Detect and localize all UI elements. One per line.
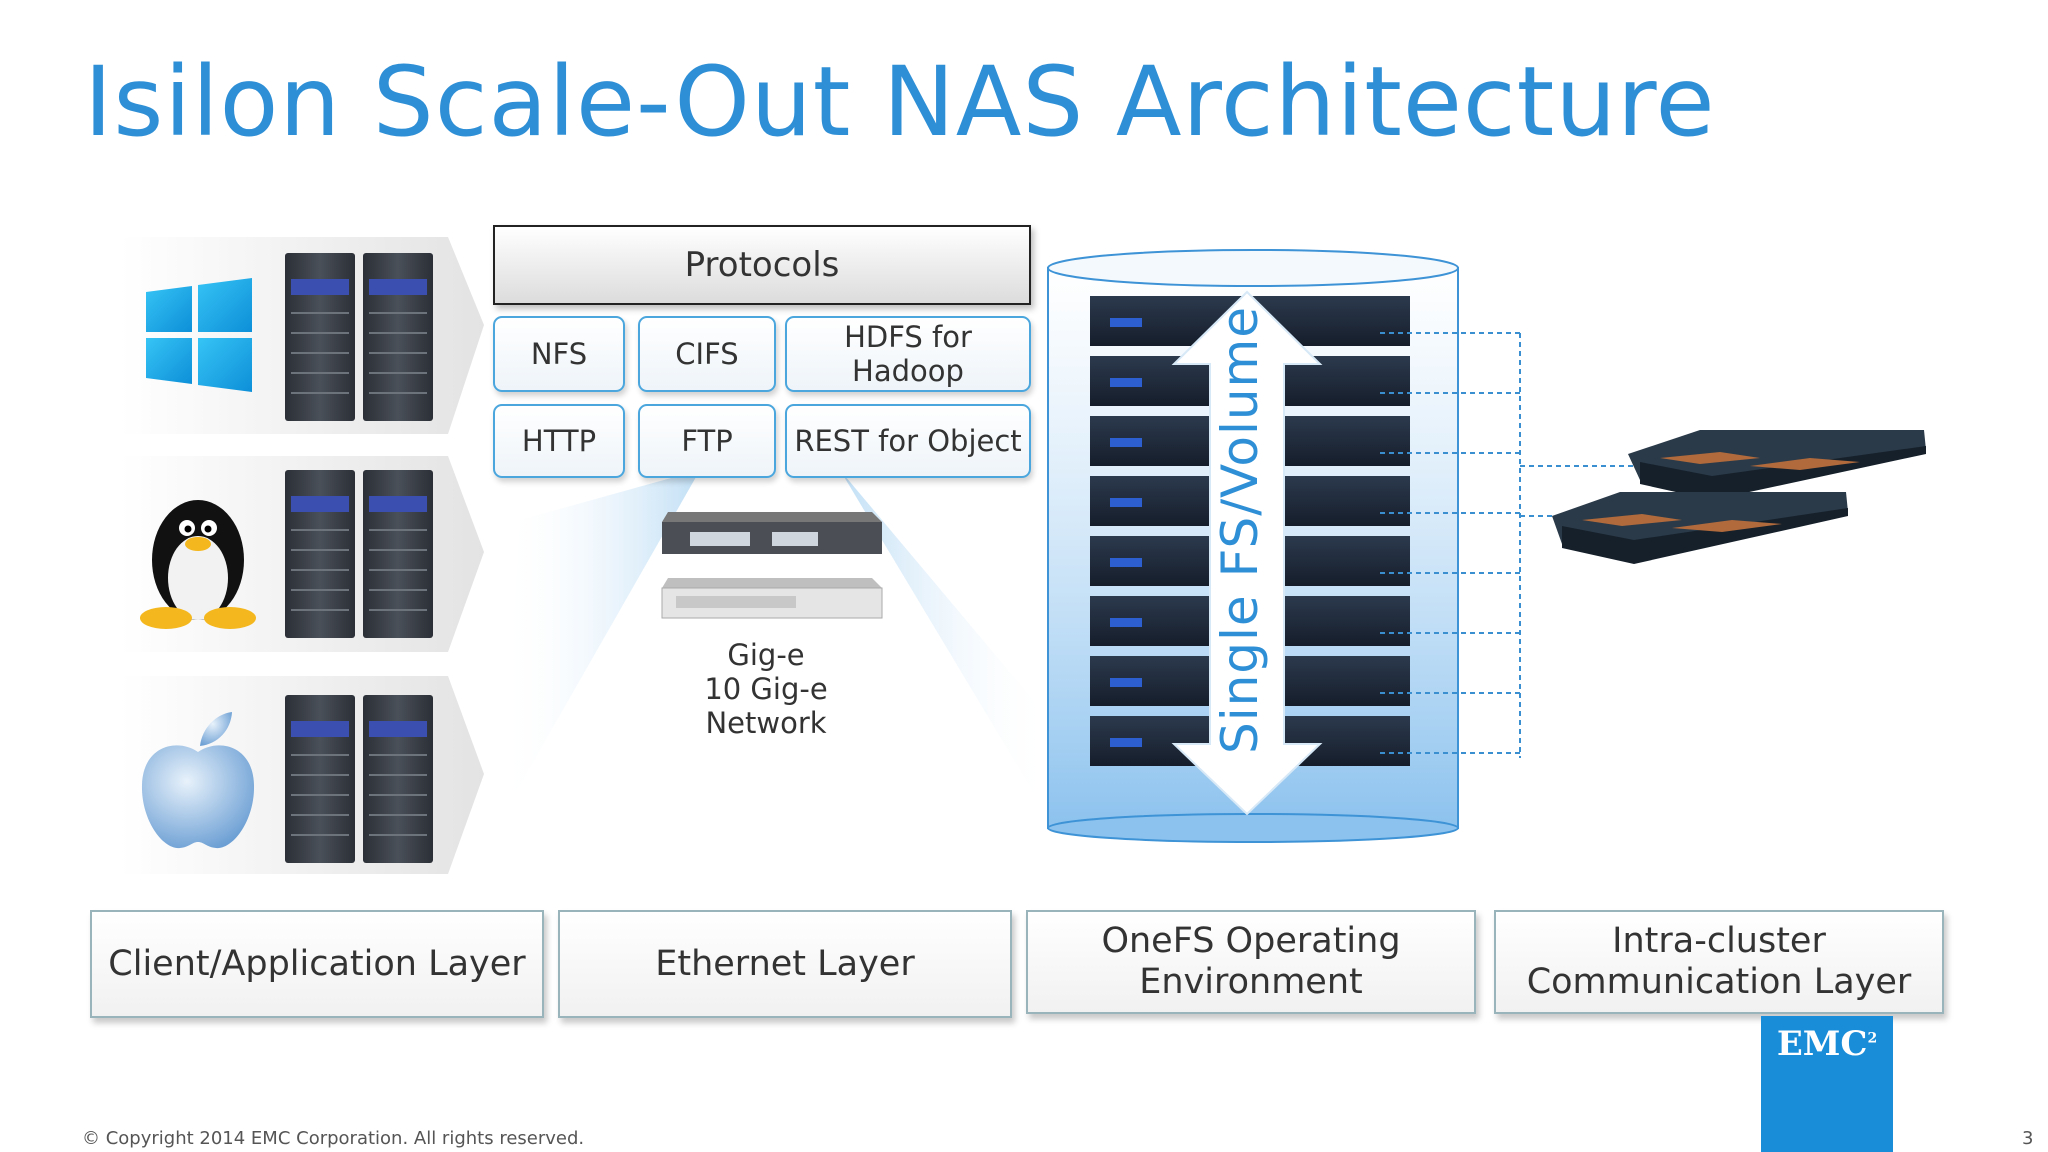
ethernet-layer: Ethernet Layer — [558, 910, 1012, 1018]
server-rack-icon — [285, 253, 433, 863]
protocol-nfs: NFS — [493, 316, 625, 392]
onefs-layer: OneFS Operating Environment — [1026, 910, 1476, 1014]
page-number: 3 — [2022, 1128, 2034, 1149]
slide-title: Isilon Scale-Out NAS Architecture — [84, 46, 1716, 158]
protocol-rest: REST for Object — [785, 404, 1031, 478]
protocol-cifs: CIFS — [638, 316, 776, 392]
protocol-hdfs: HDFS for Hadoop — [785, 316, 1031, 392]
infiniband-switch-icon — [1552, 430, 1926, 564]
ethernet-beam-left — [500, 470, 700, 820]
double-arrow-icon — [1171, 290, 1323, 816]
client-application-layer: Client/Application Layer — [90, 910, 544, 1018]
linux-tux-icon — [140, 500, 256, 629]
protocols-header: Protocols — [493, 225, 1031, 305]
network-label: Gig-e 10 Gig-e Network — [660, 638, 872, 740]
intra-cluster-layer: Intra-cluster Communication Layer — [1494, 910, 1944, 1014]
network-label-line: 10 Gig-e — [704, 672, 828, 706]
apple-logo-icon — [141, 712, 255, 849]
copyright-notice: © Copyright 2014 EMC Corporation. All ri… — [82, 1128, 585, 1149]
network-label-line: Gig-e — [727, 638, 805, 672]
intra-cluster-connectors — [1380, 332, 1640, 758]
network-label-line: Network — [705, 706, 827, 740]
emc-logo: EMC2 — [1761, 1016, 1893, 1152]
storage-node-icon — [1090, 296, 1410, 766]
windows-logo-icon — [146, 278, 252, 392]
ethernet-beam-right — [840, 470, 1050, 820]
network-switch-icon — [661, 512, 883, 619]
protocol-http: HTTP — [493, 404, 625, 478]
protocol-ftp: FTP — [638, 404, 776, 478]
